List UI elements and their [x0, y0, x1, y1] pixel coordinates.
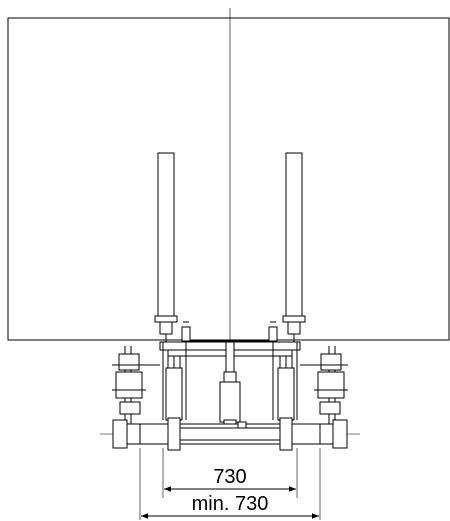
left-side-bracket — [112, 346, 160, 424]
inner-dimension: 730 — [164, 466, 296, 492]
left-cylinder — [154, 152, 178, 342]
central-spindle — [219, 341, 241, 427]
outer-dimension: min. 730 — [141, 493, 319, 519]
vertical-posts — [162, 341, 298, 421]
right-cylinder — [282, 152, 306, 342]
right-side-bracket — [300, 346, 348, 424]
dimension-extension-lines — [139, 448, 321, 520]
enclosure-outline — [7, 17, 450, 341]
bottom-beam — [100, 417, 360, 451]
inner-dimension-value: 730 — [213, 466, 246, 488]
outer-dimension-value: min. 730 — [192, 493, 269, 515]
